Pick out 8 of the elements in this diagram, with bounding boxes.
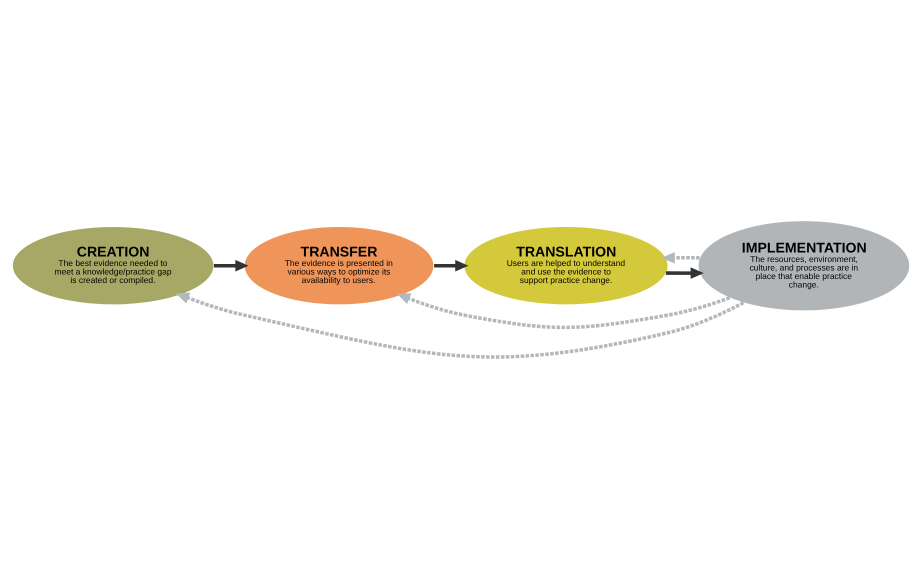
arrow: [214, 259, 249, 272]
arrow: [666, 266, 704, 278]
node-ellipse: TRANSLATION Users are helped to understand and use the evidence to support practice change.: [464, 226, 668, 305]
arrow: [176, 292, 744, 358]
node-ellipse: IMPLEMENTATION The resources, environment, culture, and processes are in place that enable practice change.: [698, 220, 910, 311]
arrow: [662, 252, 700, 264]
arrow: [396, 292, 730, 329]
arrow: [434, 259, 468, 272]
